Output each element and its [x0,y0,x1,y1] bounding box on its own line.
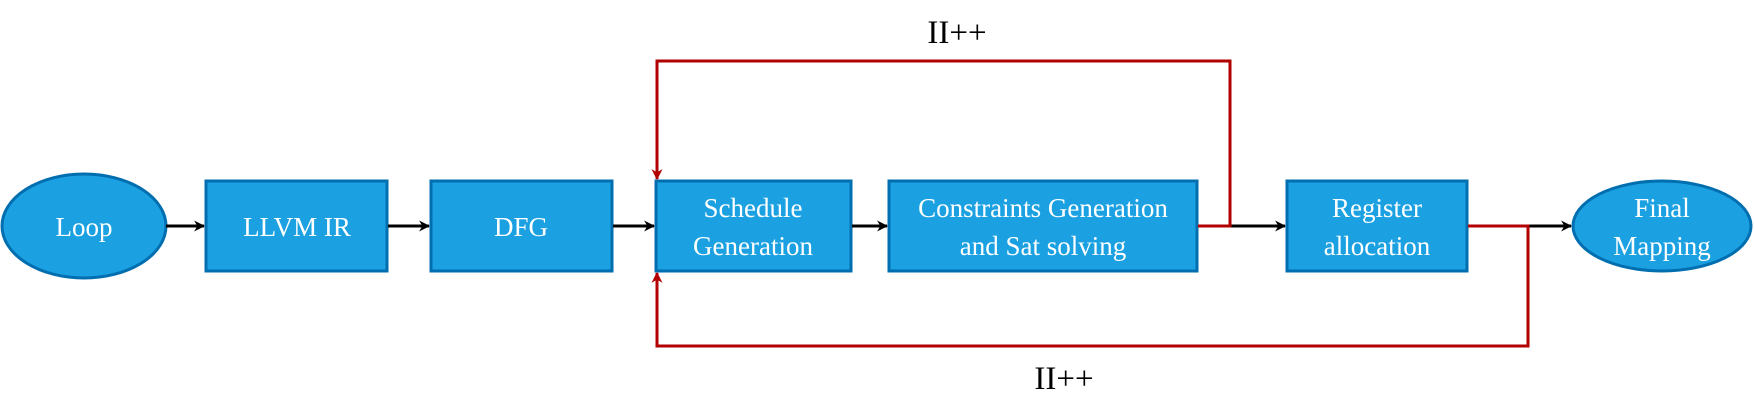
node-final-mapping: Final Mapping [1571,179,1753,273]
feedback-top-label: II++ [927,15,986,51]
feedback-arrow-top [651,59,1232,228]
node-loop-label: Loop [56,212,113,242]
register-box [1285,179,1469,273]
node-constraints-label-line2: and Sat solving [960,231,1127,261]
node-final-label-line1: Final [1634,193,1690,223]
node-llvm-ir-label: LLVM IR [243,212,351,242]
node-schedule-label-line2: Generation [693,231,813,261]
feedback-arrow-bottom [651,224,1530,348]
node-llvm-ir: LLVM IR [204,179,389,273]
node-dfg: DFG [429,179,614,273]
node-loop: Loop [0,172,168,280]
node-constraints-label-line1: Constraints Generation [918,193,1168,223]
node-register-label-line2: allocation [1324,231,1431,261]
node-schedule-label-line1: Schedule [704,193,803,223]
constraints-box [887,179,1199,273]
dfg-box [429,179,614,273]
node-dfg-label: DFG [494,212,548,242]
final-ellipse [1571,179,1753,273]
node-register-label-line1: Register [1332,193,1422,223]
llvm-ir-box [204,179,389,273]
node-register-allocation: Register allocation [1285,179,1469,273]
node-final-label-line2: Mapping [1613,231,1711,261]
feedback-bottom-label: II++ [1034,361,1093,397]
schedule-box [654,179,853,273]
node-constraints-generation: Constraints Generation and Sat solving [887,179,1199,273]
node-schedule-generation: Schedule Generation [654,179,853,273]
